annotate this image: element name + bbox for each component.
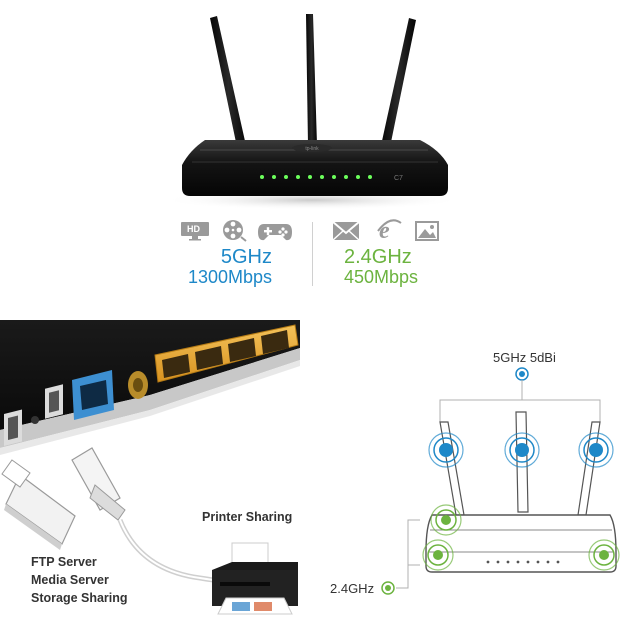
lan-ports [154, 324, 299, 383]
band-divider [312, 222, 313, 286]
router-body: tp-link [182, 140, 448, 196]
band-5ghz-speed: 1300Mbps [187, 267, 272, 287]
email-icon [332, 221, 360, 241]
24ghz-marker-icon [381, 581, 395, 595]
diagram-router [425, 514, 617, 573]
signal-5ghz-middle [504, 432, 540, 468]
signal-5ghz-right [578, 432, 614, 468]
photo-icon [415, 221, 439, 241]
usb-feature-list: FTP Server Media Server Storage Sharing [31, 553, 128, 607]
router-model-mark: C7 [394, 175, 403, 182]
printer [212, 542, 298, 615]
bracket-top [439, 399, 601, 422]
gamepad-icon [258, 224, 292, 241]
antenna-middle [306, 14, 317, 145]
band-5ghz: 5GHz 1300Mbps [180, 247, 272, 286]
usb-feature-storage: Storage Sharing [31, 591, 128, 605]
diagram-antennas [439, 411, 601, 516]
usb-feature-media: Media Server [31, 573, 109, 587]
antenna-left [210, 16, 247, 152]
antenna-connector [128, 371, 148, 399]
usb-drive [1, 459, 76, 550]
band-24ghz-speed: 450Mbps [344, 267, 419, 287]
antenna-diagram [381, 367, 620, 595]
band-5ghz-name: 5GHz [220, 246, 272, 268]
router-product-image: tp-link C7 [162, 14, 462, 210]
bracket-left-stem [396, 565, 409, 589]
usb-ports [4, 384, 63, 447]
band-24ghz: 2.4GHz 450Mbps [344, 247, 444, 286]
24ghz-label: 2.4GHz [330, 581, 375, 596]
hd-badge-text: HD [187, 224, 200, 234]
usb-feature-ftp: FTP Server [31, 555, 97, 569]
led-strip [260, 175, 372, 179]
printer-sharing-label: Printer Sharing [202, 510, 293, 524]
bracket-left [407, 519, 420, 566]
browser-icon: e [377, 218, 402, 243]
signal-24ghz-bottom-left [422, 539, 454, 571]
signal-5ghz-left [428, 432, 464, 468]
band-24ghz-name: 2.4GHz [344, 246, 412, 268]
svg-text:e: e [379, 218, 390, 243]
router-brand-logo: tp-link [305, 146, 319, 152]
film-reel-icon [223, 220, 247, 242]
5ghz-antenna-label: 5GHz 5dBi [493, 350, 556, 365]
hd-video-icon: HD [180, 221, 212, 241]
signal-24ghz-right [588, 539, 620, 571]
antenna-right [380, 18, 416, 152]
signal-24ghz-top-left [430, 504, 462, 536]
wan-port [72, 370, 114, 420]
router-back-panel-image [0, 320, 300, 615]
5ghz-marker-icon [515, 367, 529, 381]
